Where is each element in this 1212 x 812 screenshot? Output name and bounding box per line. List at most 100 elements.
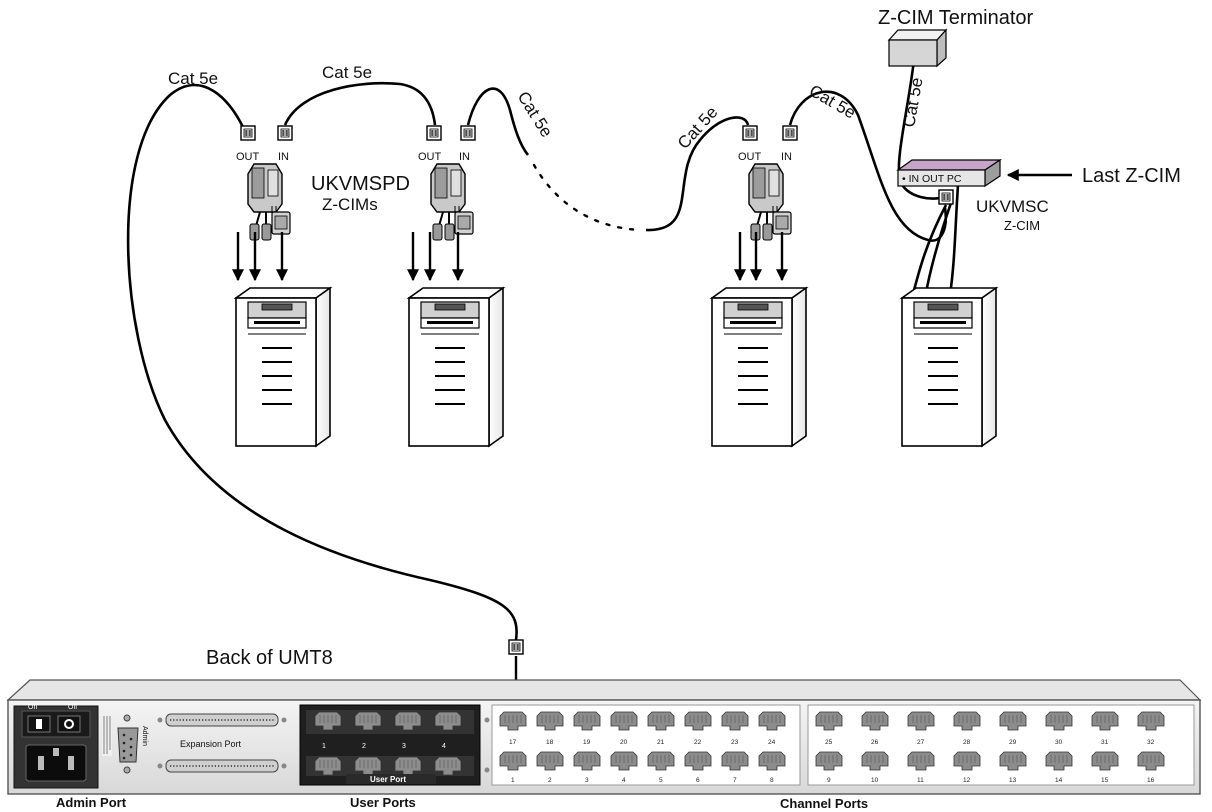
channel-num: 21 (657, 739, 665, 746)
user-port-num: 4 (442, 743, 446, 750)
rj45-out-icon (240, 125, 256, 141)
cable-label-cat5e-4: Cat 5e (674, 103, 722, 153)
zcim-terminator-label: Z-CIM Terminator (878, 7, 1034, 29)
cable-label-cat5e-2: Cat 5e (322, 63, 372, 82)
channel-num: 27 (917, 739, 925, 746)
channel-num: 6 (696, 777, 700, 784)
cable-label-cat5e-3: Cat 5e (514, 88, 557, 141)
user-port-num: 3 (402, 743, 406, 750)
channel-num: 22 (694, 739, 702, 746)
channel-num: 12 (963, 777, 971, 784)
channel-num: 7 (733, 777, 737, 784)
channel-num: 30 (1055, 739, 1063, 746)
ukvmsc-port-labels: • IN OUT PC (902, 173, 962, 185)
rj45-out-icon (426, 125, 442, 141)
user-port-caption: User Port (370, 775, 406, 784)
channel-num: 14 (1055, 777, 1063, 784)
rj45-in-icon (277, 125, 293, 141)
cable-dotted-continuation (532, 163, 642, 232)
pc-tower-icon (408, 287, 504, 447)
user-ports-label: User Ports (350, 795, 416, 810)
off-label: Off (68, 704, 77, 711)
channel-num: 19 (583, 739, 591, 746)
pc-tower-icon (235, 287, 331, 447)
cable-sc-to-pc-2 (923, 199, 954, 299)
channel-num: 20 (620, 739, 628, 746)
zcim-group-2: OUT IN (407, 125, 504, 447)
channel-num: 31 (1101, 739, 1109, 746)
admin-serial-port: Admin (117, 714, 148, 774)
channel-ports-block-left: 17 18 19 20 21 22 23 24 1 2 3 4 5 6 7 8 (491, 704, 801, 786)
cable-to-last-pd-out (645, 116, 750, 232)
channel-num: 18 (546, 739, 554, 746)
cable-zcim2-out (466, 87, 530, 156)
in-label: IN (459, 151, 470, 163)
cable-label-cat5e-1: Cat 5e (168, 69, 218, 88)
in-label: IN (278, 151, 289, 163)
ukvmsc-device: • IN OUT PC (896, 158, 1002, 205)
channel-num: 23 (731, 739, 739, 746)
user-ports-block: 1 2 3 4 User Port (299, 704, 490, 786)
zcim-dongle-icon (430, 163, 474, 241)
channel-num: 15 (1101, 777, 1109, 784)
pc-tower-icon (711, 287, 807, 447)
on-label: On (28, 704, 37, 711)
user-port-num: 2 (362, 743, 366, 750)
channel-ports-label: Channel Ports (780, 796, 868, 811)
zcim-terminator (887, 28, 948, 68)
channel-num: 13 (1009, 777, 1017, 784)
zcim-dongle-icon (748, 163, 792, 241)
channel-num: 10 (871, 777, 879, 784)
rj45-icon (938, 189, 954, 205)
zcim-label: Z-CIM (1004, 218, 1040, 233)
ukvmsc-label: UKVMSC (976, 197, 1049, 216)
expansion-ports: Expansion Port (157, 713, 287, 773)
channel-num: 24 (768, 739, 776, 746)
rj45-in-icon (460, 125, 476, 141)
expansion-port-label: Expansion Port (180, 739, 242, 749)
admin-port-label: Admin Port (56, 795, 127, 810)
channel-num: 29 (1009, 739, 1017, 746)
channel-num: 26 (871, 739, 879, 746)
pc-tower-icon (901, 287, 997, 447)
channel-num: 11 (917, 777, 924, 784)
channel-num: 8 (770, 777, 774, 784)
user-port-num: 1 (322, 743, 326, 750)
out-label: OUT (418, 151, 442, 163)
cable-zcim1-to-zcim2 (283, 81, 437, 126)
rj45-icon (508, 639, 524, 655)
channel-num: 25 (825, 739, 833, 746)
cable-label-cat5e-6: Cat 5e (899, 76, 926, 129)
cable-umt8-to-first-zcim (126, 83, 518, 641)
umt8-back-panel: On Off Admin (6, 679, 1202, 795)
rj45-in-icon (782, 125, 798, 141)
channel-num: 16 (1147, 777, 1155, 784)
channel-num: 1 (511, 777, 515, 784)
in-label: IN (781, 151, 792, 163)
out-label: OUT (738, 151, 762, 163)
channel-num: 3 (585, 777, 589, 784)
channel-num: 2 (548, 777, 552, 784)
rj45-out-icon (742, 125, 758, 141)
channel-num: 5 (659, 777, 663, 784)
back-of-umt8-label: Back of UMT8 (206, 647, 333, 669)
cable-sc-to-pc (948, 184, 960, 296)
zcim-dongle-icon (247, 163, 291, 241)
zcim-group-1: OUT IN (232, 125, 331, 447)
channel-num: 32 (1147, 739, 1155, 746)
compliance-text (102, 714, 112, 756)
channel-num: 4 (622, 777, 626, 784)
channel-ports-block-right: 25 26 27 28 29 30 31 32 9 10 11 12 13 14… (807, 704, 1195, 786)
power-switch: On Off (13, 704, 99, 789)
channel-num: 17 (509, 739, 517, 746)
channel-num: 9 (827, 777, 831, 784)
zcim-group-3: OUT IN (711, 125, 807, 447)
zcims-label: Z-CIMs (322, 195, 378, 214)
channel-num: 28 (963, 739, 971, 746)
cable-label-cat5e-5: Cat 5e (806, 81, 859, 123)
out-label: OUT (236, 151, 260, 163)
last-zcim-label: Last Z-CIM (1082, 165, 1181, 187)
admin-port-tag: Admin (141, 726, 148, 746)
ukvmspd-label: UKVMSPD (311, 173, 410, 195)
